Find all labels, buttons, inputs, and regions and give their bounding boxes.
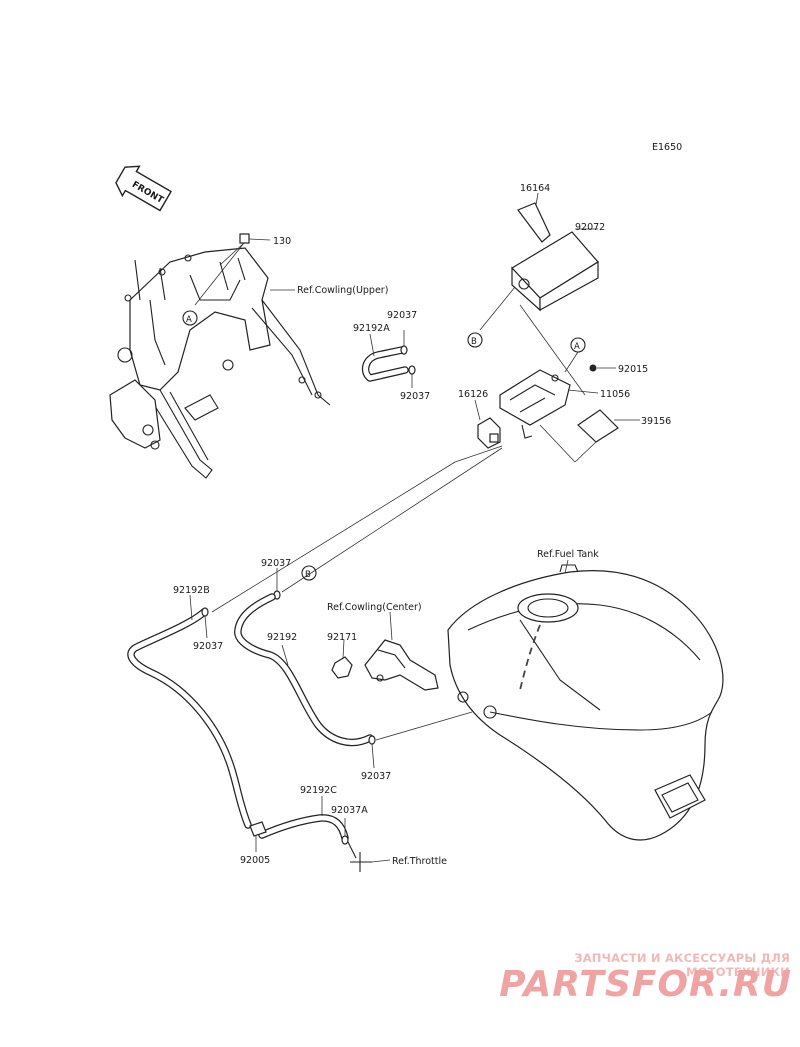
- part-number-92005: 92005: [240, 855, 270, 866]
- part-number-92037-low: 92037: [361, 771, 391, 782]
- part-16126-valve[interactable]: 16126: [458, 389, 501, 449]
- part-number-92037-b: 92037: [261, 558, 291, 569]
- part-number-39156: 39156: [641, 416, 671, 427]
- watermark-caption: ЗАПЧАСТИ И АКСЕССУАРЫ ДЛЯ МОТОТЕХНИКИ: [574, 951, 790, 979]
- frame-bracket: [109, 247, 331, 479]
- part-92192-hose[interactable]: 92192: [234, 593, 374, 747]
- ref-fuel-tank: Ref.Fuel Tank: [537, 549, 599, 560]
- ref-throttle: Ref.Throttle: [392, 856, 447, 867]
- callout-b-label-lower: B: [305, 570, 311, 580]
- part-130[interactable]: 130: [194, 233, 291, 306]
- part-92192B-hose[interactable]: 92192B: [127, 585, 252, 829]
- cowling-center-bracket: [364, 611, 439, 691]
- part-number-92072: 16164: [520, 183, 550, 194]
- part-number-92192C: 92192C: [300, 785, 337, 796]
- part-92192C-hose[interactable]: 92192C: [258, 785, 349, 842]
- front-arrow-icon: FRONT: [115, 165, 172, 212]
- part-92072-band[interactable]: 16164: [517, 183, 551, 243]
- part-92171-clip[interactable]: 92171: [327, 632, 357, 679]
- part-number-92171: 92171: [327, 632, 357, 643]
- part-number-16126: 16126: [458, 389, 488, 400]
- part-39156-label[interactable]: 39156: [539, 409, 671, 463]
- part-92192A-hose[interactable]: 92192A: [353, 323, 409, 382]
- callout-b-top: B: [467, 332, 483, 348]
- part-92037-top-clamp[interactable]: 92037: [387, 310, 417, 355]
- part-92005-fitting[interactable]: 92005: [240, 821, 270, 866]
- part-number-92192A: 92192A: [353, 323, 390, 334]
- part-number-92015: 92015: [618, 364, 648, 375]
- part-92037-left-clamp[interactable]: 92037: [193, 607, 223, 652]
- callout-a-label-right: A: [574, 342, 580, 352]
- ref-cowling-center: Ref.Cowling(Center): [327, 602, 422, 613]
- part-number-92037-mid: 92037: [400, 391, 430, 402]
- part-92015-nut[interactable]: 92015: [589, 364, 649, 375]
- part-number-92192B: 92192B: [173, 585, 210, 596]
- watermark-logo: PARTSFOR.RU: [499, 964, 792, 1005]
- part-92037-mid-clamp[interactable]: 92037: [400, 365, 430, 402]
- part-number-130: 130: [273, 236, 291, 247]
- part-92037A-clamp[interactable]: 92037A: [331, 805, 368, 845]
- callout-a-frame: A: [182, 310, 198, 326]
- callout-b-label-top: B: [471, 337, 477, 347]
- callout-a-right: A: [564, 337, 586, 373]
- part-92037-low-clamp[interactable]: 92037: [361, 735, 391, 782]
- part-number-92037A: 92037A: [331, 805, 368, 816]
- part-number-16164: 92072: [575, 222, 605, 233]
- part-number-92037-top: 92037: [387, 310, 417, 321]
- part-number-92037-left: 92037: [193, 641, 223, 652]
- throttle-connector: [347, 841, 391, 872]
- part-16164-canister[interactable]: 92072: [511, 222, 605, 312]
- callout-b-lower: B: [301, 565, 317, 581]
- callout-a-label: A: [186, 315, 192, 325]
- diagram-code: E1650: [652, 142, 682, 153]
- fuel-tank: [447, 559, 724, 841]
- part-number-92192: 92192: [267, 632, 297, 643]
- part-number-11056: 11056: [600, 389, 630, 400]
- ref-cowling-upper: Ref.Cowling(Upper): [297, 285, 388, 296]
- part-11056-bracket[interactable]: 11056: [499, 369, 630, 439]
